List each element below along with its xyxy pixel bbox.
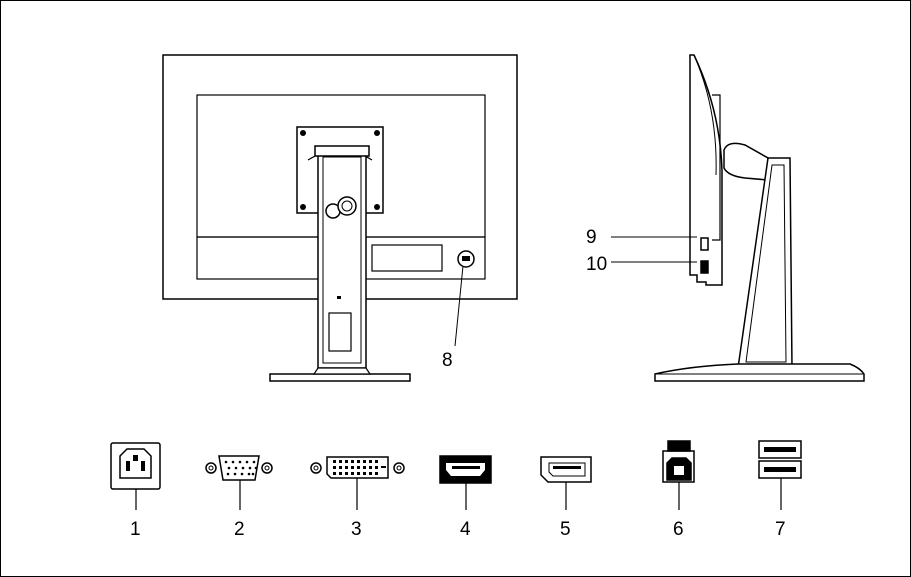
kensington-slot (462, 256, 470, 261)
vga-port-icon (205, 455, 273, 510)
leader-line-8 (454, 265, 464, 347)
callout-label-6: 6 (673, 519, 684, 540)
callout-label-7: 7 (775, 519, 786, 540)
stand-neck (312, 367, 372, 375)
stand-base (269, 373, 411, 382)
stand-mark (337, 296, 341, 299)
callout-label-9: 9 (586, 227, 597, 248)
callout-label-8: 8 (442, 350, 453, 371)
usb-downstream-icon (758, 440, 802, 510)
side-stand-inner (745, 164, 787, 363)
hdmi-port-icon (439, 455, 492, 510)
vesa-screw (374, 130, 380, 136)
vesa-screw (300, 130, 306, 136)
callout-label-4: 4 (460, 519, 471, 540)
side-panel-mount (712, 94, 721, 241)
callout-label-3: 3 (351, 519, 362, 540)
side-button-10 (700, 260, 709, 274)
stand-top-hinge (314, 145, 370, 157)
power-socket-icon (110, 442, 161, 510)
vesa-screw (374, 204, 380, 210)
callout-label-10: 10 (586, 254, 607, 275)
connector-cover (371, 244, 443, 272)
side-hinge (723, 142, 769, 181)
callout-label-2: 2 (234, 519, 245, 540)
cable-clip-inner (341, 200, 353, 212)
cable-clip-large (337, 196, 357, 216)
callout-label-5: 5 (560, 519, 571, 540)
callout-label-1: 1 (130, 519, 141, 540)
usb-upstream-icon (662, 440, 695, 510)
stand-column-inner (322, 156, 362, 364)
monitor-side-view (611, 54, 865, 382)
cable-management-slot (328, 312, 352, 352)
displayport-icon (540, 456, 592, 510)
stand-column (317, 151, 367, 369)
dvi-port-icon (310, 456, 405, 510)
side-button-9 (700, 237, 709, 251)
side-stand-base (654, 363, 865, 382)
side-panel-contour (693, 54, 717, 176)
vesa-screw (300, 204, 306, 210)
monitor-back-view (162, 54, 518, 382)
